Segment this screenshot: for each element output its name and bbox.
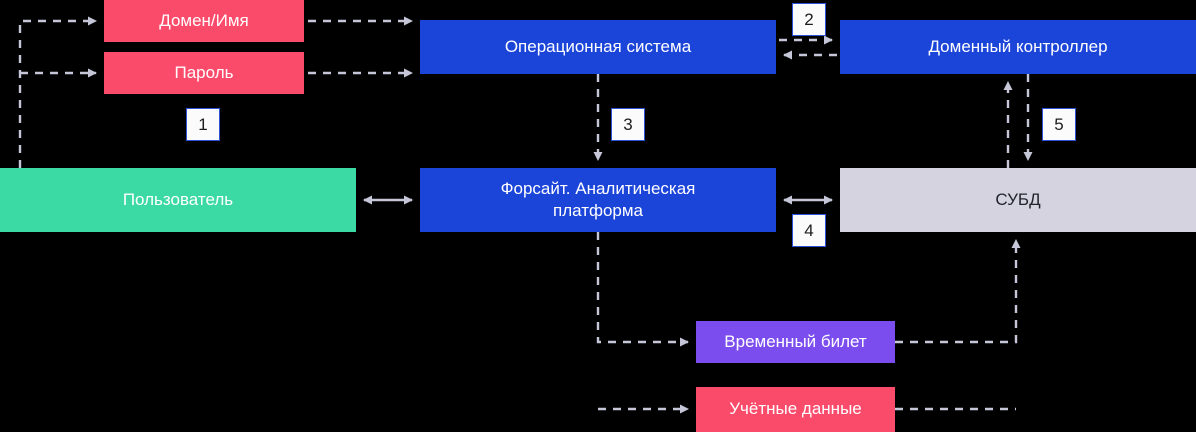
edge-foresight-to-ticket <box>596 232 689 347</box>
node-dbms-label: СУБД <box>995 190 1041 209</box>
node-domain-controller[interactable]: Доменный контроллер <box>840 20 1196 74</box>
node-domain-name[interactable]: Домен/Имя <box>104 0 304 42</box>
step-label-1-value: 1 <box>198 115 208 134</box>
node-credentials-label: Учётные данные <box>729 398 862 418</box>
step-label-5-value: 5 <box>1054 115 1064 134</box>
step-label-3-value: 3 <box>623 115 633 134</box>
node-operating-system[interactable]: Операционная система <box>420 20 776 74</box>
step-label-5: 5 <box>1042 108 1076 141</box>
node-temporary-ticket-label: Временный билет <box>724 332 867 351</box>
step-label-4: 4 <box>792 214 826 247</box>
node-foresight-platform[interactable]: Форсайт. Аналитическая платформа <box>420 168 776 232</box>
step-label-2-value: 2 <box>804 10 814 29</box>
edge-user-to-domain-name <box>18 16 97 168</box>
node-foresight-platform-label: Форсайт. Аналитическая платформа <box>500 179 696 220</box>
node-user-label: Пользователь <box>122 190 234 209</box>
edge-ticket-to-dbms <box>895 239 1021 344</box>
node-user[interactable]: Пользователь <box>0 168 356 232</box>
node-domain-name-label: Домен/Имя <box>159 11 249 30</box>
step-label-1: 1 <box>186 108 220 141</box>
node-password-label: Пароль <box>174 63 234 82</box>
node-password[interactable]: Пароль <box>104 52 304 94</box>
step-label-4-value: 4 <box>804 221 814 240</box>
node-operating-system-label: Операционная система <box>504 37 692 56</box>
step-label-3: 3 <box>611 108 645 141</box>
step-label-2: 2 <box>792 3 826 36</box>
node-credentials[interactable]: Учётные данные <box>696 387 895 432</box>
node-domain-controller-label: Доменный контроллер <box>928 37 1108 56</box>
node-temporary-ticket[interactable]: Временный билет <box>696 321 895 363</box>
node-dbms[interactable]: СУБД <box>840 168 1196 232</box>
